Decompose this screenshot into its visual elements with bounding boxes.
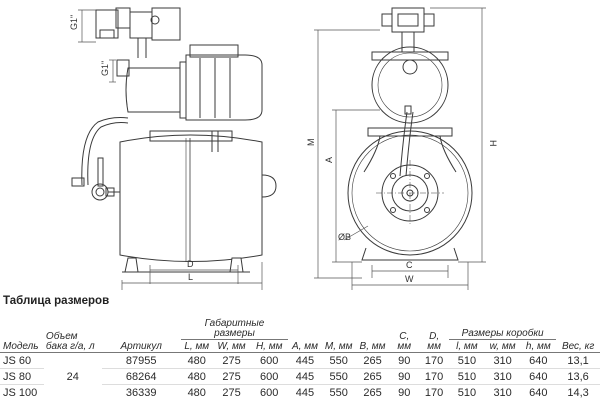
table-row: JS 80 68264 480 275 600 445 550 265 90 1… <box>0 368 600 385</box>
front-view-pressure-switch <box>381 7 435 53</box>
cell-box-h: 640 <box>529 354 548 367</box>
cell-box-w: 310 <box>493 354 512 367</box>
cell-W: 275 <box>222 370 241 383</box>
front-view-base <box>361 127 459 261</box>
header-b: B, мм <box>359 341 386 352</box>
front-view-tank <box>347 130 473 256</box>
header-d: D, мм <box>427 331 441 352</box>
cell-article: 36339 <box>125 386 157 399</box>
label-b: ØB <box>338 232 351 242</box>
label-w: W <box>405 274 414 284</box>
cell-box-l: 510 <box>457 354 477 367</box>
cell-C: 90 <box>398 386 411 399</box>
label-m: M <box>306 139 316 147</box>
header-H: H, мм <box>255 341 283 352</box>
cell-C: 90 <box>398 354 411 367</box>
header-weight: Вес, кг <box>561 341 595 352</box>
cell-M: 550 <box>329 354 348 367</box>
header-L: L, мм <box>184 341 210 352</box>
side-view-tank <box>119 130 277 273</box>
cell-B: 265 <box>363 370 382 383</box>
cell-model: JS 60 <box>3 354 32 367</box>
label-a: A <box>324 157 334 163</box>
cell-box-l: 510 <box>457 386 477 399</box>
cell-box-l: 510 <box>457 370 477 383</box>
cell-M: 550 <box>329 386 348 399</box>
cell-M: 550 <box>329 370 348 383</box>
header-c: C, мм <box>397 331 412 352</box>
cell-model: JS 80 <box>3 370 32 383</box>
table-title: Таблица размеров <box>3 295 110 307</box>
cell-box-h: 640 <box>529 370 548 383</box>
side-view-gauge <box>91 157 120 201</box>
cell-A: 445 <box>295 370 315 383</box>
cell-weight: 14,3 <box>567 386 589 399</box>
side-view-pressure-switch <box>95 7 181 58</box>
cell-tank-volume: 24 <box>66 370 79 383</box>
cell-H: 600 <box>260 386 279 399</box>
header-overall-dimensions: Габаритные размеры <box>180 319 289 340</box>
cell-article: 87955 <box>125 354 157 367</box>
side-view-pump <box>116 44 263 121</box>
cell-L: 480 <box>187 354 206 367</box>
cell-A: 445 <box>295 354 315 367</box>
header-a: A, мм <box>291 341 318 352</box>
cell-box-w: 310 <box>493 370 512 383</box>
cell-weight: 13,1 <box>567 354 589 367</box>
header-box-l: l, мм <box>456 341 478 352</box>
cell-box-w: 310 <box>493 386 512 399</box>
cell-C: 90 <box>398 370 411 383</box>
cell-model: JS 100 <box>3 386 38 399</box>
cell-W: 275 <box>222 354 241 367</box>
table-row: JS 60 24 87955 480 275 600 445 550 265 9… <box>0 353 600 383</box>
label-l: L <box>188 272 193 282</box>
cell-B: 265 <box>363 354 382 367</box>
cell-weight: 13,6 <box>567 370 589 383</box>
header-box-h: h, мм <box>525 341 551 352</box>
header-W: W, мм <box>217 341 246 352</box>
front-view-hose <box>399 105 414 177</box>
cell-H: 600 <box>260 354 279 367</box>
header-box-w: w, мм <box>489 341 516 352</box>
cell-article: 68264 <box>125 370 157 383</box>
side-view-hose <box>71 117 129 187</box>
header-box-dimensions: Размеры коробки <box>449 319 557 340</box>
table-row: JS 100 36339 480 275 600 445 550 265 90 … <box>0 384 600 401</box>
label-h: H <box>488 140 498 147</box>
cell-H: 600 <box>260 370 279 383</box>
cell-D: 170 <box>424 386 444 399</box>
label-g1-side: G1" <box>100 61 110 76</box>
cell-B: 265 <box>363 386 382 399</box>
label-g1-top: G1" <box>69 15 79 30</box>
technical-drawing: G1" G1" D L M A H ØB C W <box>69 7 498 290</box>
cell-W: 275 <box>222 386 241 399</box>
label-c: C <box>406 260 413 270</box>
cell-box-h: 640 <box>529 386 548 399</box>
cell-A: 445 <box>295 386 315 399</box>
cell-D: 170 <box>424 370 444 383</box>
cell-D: 170 <box>424 354 444 367</box>
label-d: D <box>187 259 194 269</box>
header-article: Артикул <box>120 341 162 352</box>
cell-L: 480 <box>187 386 206 399</box>
cell-L: 480 <box>187 370 206 383</box>
header-tank-volume: Объем бака г/а, л <box>45 331 95 352</box>
header-model: Модель <box>3 341 39 352</box>
front-view-pump <box>371 46 449 124</box>
dimensions-table: Модель Объем бака г/а, л Артикул Габарит… <box>0 319 600 400</box>
header-m: M, мм <box>324 341 353 352</box>
